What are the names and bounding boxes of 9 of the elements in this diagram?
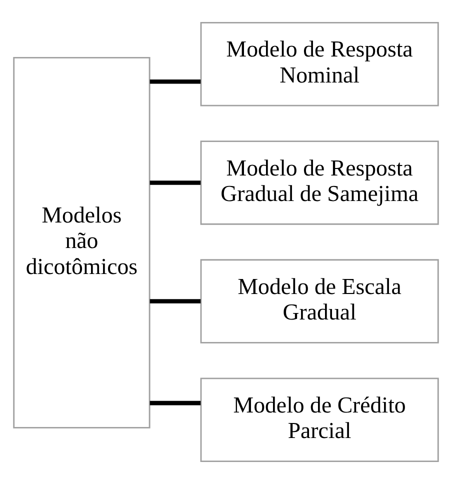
node-box: Modelo de Escala Gradual [200,258,439,343]
node-box: Modelos não dicotômicos [13,56,150,428]
node-box: Modelo de Resposta Nominal [200,22,439,106]
node-box: Modelo de Resposta Gradual de Samejima [200,140,439,224]
connector [150,180,201,184]
connector [150,400,201,405]
node-box: Modelo de Crédito Parcial [200,377,439,462]
connector [150,298,201,303]
connector [150,79,201,84]
